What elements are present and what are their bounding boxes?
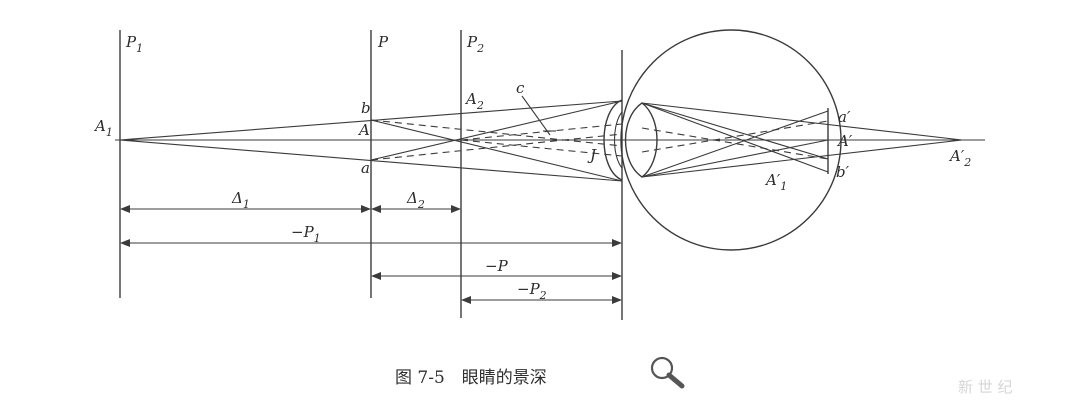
label-A1: A1 <box>93 117 113 139</box>
dimension-minus-P <box>371 272 622 280</box>
dashed-b-to-eye <box>370 119 623 147</box>
dimension-minus-P1 <box>120 239 622 247</box>
label-c: c <box>516 79 525 97</box>
watermark: 新 世 纪 <box>958 378 1013 396</box>
label-A: A <box>357 121 370 139</box>
label-A2-prime: A′2 <box>948 147 971 169</box>
pupil-arc <box>613 111 623 169</box>
label-P: P <box>377 33 389 51</box>
ray-A1-lower <box>119 139 623 182</box>
eye-ray-lower-to-A2p <box>641 139 963 178</box>
dashed-a-to-eye <box>370 133 623 161</box>
label-delta2: Δ2 <box>406 189 425 211</box>
label-delta1: Δ1 <box>231 189 250 211</box>
eye-ray-lower-to-Ap <box>641 139 829 178</box>
label-b-prime: b′ <box>836 163 850 181</box>
ray-b-to-lower <box>370 119 623 182</box>
label-P2: P2 <box>466 33 484 55</box>
dimension-minus-P2 <box>461 296 622 304</box>
ray-a-to-upper <box>370 100 623 161</box>
label-minus-P2: −P2 <box>517 280 547 302</box>
label-A1-prime: A′1 <box>764 171 787 193</box>
dimension-delta1 <box>120 205 371 213</box>
pointer-c <box>521 95 551 136</box>
eyeball-outline <box>620 29 842 251</box>
eye-ray-upper-to-bp <box>641 102 829 160</box>
label-minus-P1: −P1 <box>291 223 321 245</box>
eye-ray-upper-to-A2p <box>641 102 963 141</box>
eye-ray-lower-to-ap <box>641 110 829 178</box>
dashed-A2-lower <box>460 139 623 157</box>
eye-ray-upper-to-A1p <box>641 102 829 173</box>
label-A-prime: A′ <box>836 132 853 150</box>
label-A2: A2 <box>464 90 484 112</box>
label-a: a <box>361 159 370 177</box>
label-b: b <box>361 99 371 117</box>
figure-caption: 图 7-5 眼睛的景深 <box>395 368 547 388</box>
label-minus-P: −P <box>485 257 509 275</box>
eye-dashed-1 <box>641 127 829 160</box>
label-a-prime: a′ <box>838 108 851 126</box>
magnifier-icon[interactable] <box>650 356 685 389</box>
dimension-delta2 <box>371 205 461 213</box>
label-P1: P1 <box>125 33 143 55</box>
dashed-A2-upper <box>460 123 623 141</box>
cornea <box>603 99 623 181</box>
label-J: J <box>587 146 597 164</box>
eye-dashed-2 <box>641 120 829 153</box>
